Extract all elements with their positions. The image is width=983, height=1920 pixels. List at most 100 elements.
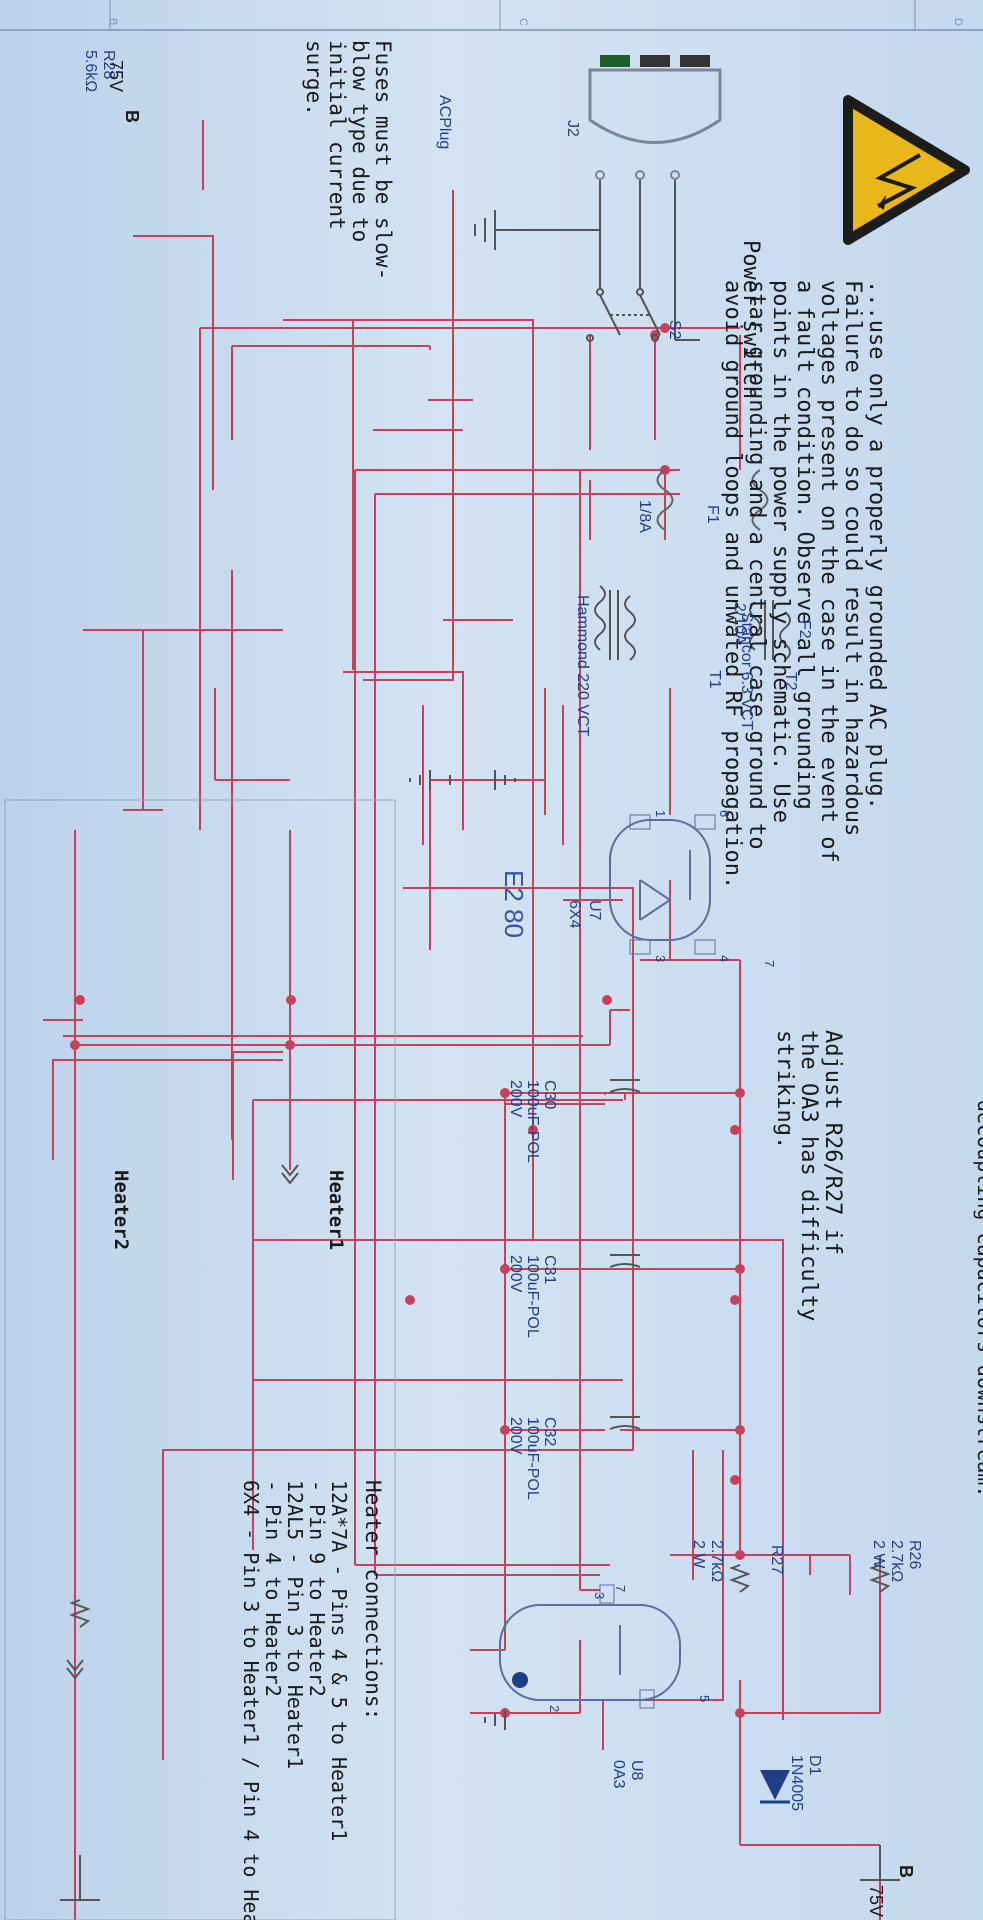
b-plus-bars [60,1845,900,1901]
fuse-note-line-0: Fuses must be slow- [371,40,395,280]
c30-ref: C30 [541,1080,558,1109]
acplug-label: ACPlug [436,95,453,149]
adjust-note-line-0: Adjust R26/R27 if [820,1030,845,1255]
t1-label: T1 [706,670,723,689]
c31-value: 100uF-POL [524,1255,541,1338]
r28-ref: R28 [100,50,117,79]
u7-pin-7: 7 [762,960,777,967]
fuse-f2 [751,469,769,531]
u7-ref: U7 [586,900,603,921]
t1-value: Hammond 220 VCT [574,595,591,737]
transformer-t1 [594,585,636,661]
fuse-note-line-3: surge. [302,40,326,116]
frame-border: B C D [0,0,983,31]
border-letter-d: D [952,18,964,26]
border-letter-c: C [517,18,529,26]
transformer-t2 [749,600,791,661]
heater-line-2: 12AL5 - Pin 3 to Heater1 [283,1480,307,1769]
fuse-note-line-2: initial current [325,40,349,230]
c32-voltage: 200V [507,1417,524,1455]
heater-connections-title: Heater connections: [361,1480,385,1720]
t2-value: Stancor 6.3 VCT [738,612,755,731]
c30-voltage: 200V [507,1080,524,1118]
text-layer: ...use only a properly grounded AC plug.… [82,40,983,1920]
u8-pin-3: 3 [592,1592,607,1599]
u7-value: 6X4 [566,900,583,929]
d1-ref: D1 [806,1755,823,1776]
b-voltage-left: 75V [106,60,126,92]
ground-symbols [409,770,516,1730]
u7-pin-4: 4 [717,955,732,962]
power-switch-s2 [586,270,661,342]
heater-line-3: - Pin 4 to Heater2 [261,1480,285,1697]
u8-value: 0A3 [610,1760,627,1789]
r27-ref: R27 [768,1545,785,1574]
r26-power: 2 W [870,1540,887,1569]
f2-value: 2/10A [731,603,748,645]
r28-value: 5.6kΩ [82,50,99,92]
adjust-note-line-2: striking. [772,1030,797,1149]
resistors [69,1555,891,1628]
u8-regulator-tube [499,1584,681,1709]
schematic-rotated [43,120,784,1760]
plug-wiring [474,180,700,341]
r26-value: 2.7kΩ [888,1540,905,1582]
d1-value: 1N4005 [788,1755,805,1811]
fuse-f1 [656,469,674,531]
fuse-note-line-1: blow type due to [348,40,372,242]
u8-pin-7: 7 [613,1585,628,1592]
warning-note-line-1: Failure to do so could result in hazardo… [840,280,865,836]
f1-value: 1/8A [636,500,653,533]
b-net-label-left: B [122,110,142,123]
decoupling-note: decoupling capacitors downstream. [973,1100,983,1497]
c30-value: 100uF-POL [524,1080,541,1163]
warning-icon [843,95,970,245]
u8-pin-5: 5 [697,1695,712,1702]
f2-label: F2 [796,620,813,639]
r27-power: 2 W [690,1540,707,1569]
warning-note-line-5: star grounding and a central case ground… [744,280,769,850]
border-letter-b: B [107,18,119,25]
c32-ref: C32 [541,1417,558,1446]
u7-pin-3: 3 [653,955,668,962]
handwritten-mark: E2 80 [499,870,529,938]
grid-box [4,799,396,1920]
r26-ref: R26 [906,1540,923,1569]
warning-note-line-2: voltages present on the case in the even… [816,280,841,863]
f1-label: F1 [704,505,721,524]
c32-value: 100uF-POL [524,1417,541,1500]
s2-label: S2 [666,320,683,340]
heater1-net-label: Heater1 [325,1170,347,1250]
warning-note-line-6: avoid ground loops and unwated RF propag… [720,280,745,889]
heater-line-0: 12A*7A - Pins 4 & 5 to Heater1 [327,1480,351,1841]
wiring [43,120,784,1760]
u7-pin-6: 6 [717,810,732,817]
j2-label: J2 [564,120,581,137]
heater-arrows [66,1164,299,1680]
b-voltage-top: 75V [866,1885,886,1917]
c31-ref: C31 [541,1255,558,1284]
junction-dots [75,330,740,1485]
t2-label: T2 [782,672,799,691]
ac-plug-j2 [588,55,722,180]
adjust-note-line-1: the OA3 has difficulty [796,1030,821,1321]
u8-pin-2: 2 [547,1705,562,1712]
c31-voltage: 200V [507,1255,524,1293]
warning-note-line-4: points in the power supply schematic. Us… [768,280,793,823]
power-switch-label: Power switch [738,240,763,399]
b-net-label-top: B [896,1865,916,1878]
capacitors [609,1079,641,1430]
diode-d1 [760,1770,790,1804]
u7-rectifier-tube [609,814,716,955]
r27-value: 2.7kΩ [708,1540,725,1582]
warning-note-line-0: ...use only a properly grounded AC plug. [864,280,889,810]
heater-line-4: 6X4 - Pin 3 to Heater1 / Pin 4 to Heater… [239,1480,263,1920]
heater-line-1: - Pin 9 to Heater2 [305,1480,329,1697]
wiring-portrait [74,327,881,1920]
u7-pin-1: 1 [653,810,668,817]
warning-note-line-3: a fault condition. Observe all grounding [792,280,817,810]
heater2-net-label: Heater2 [110,1170,132,1250]
u8-ref: U8 [628,1760,645,1781]
